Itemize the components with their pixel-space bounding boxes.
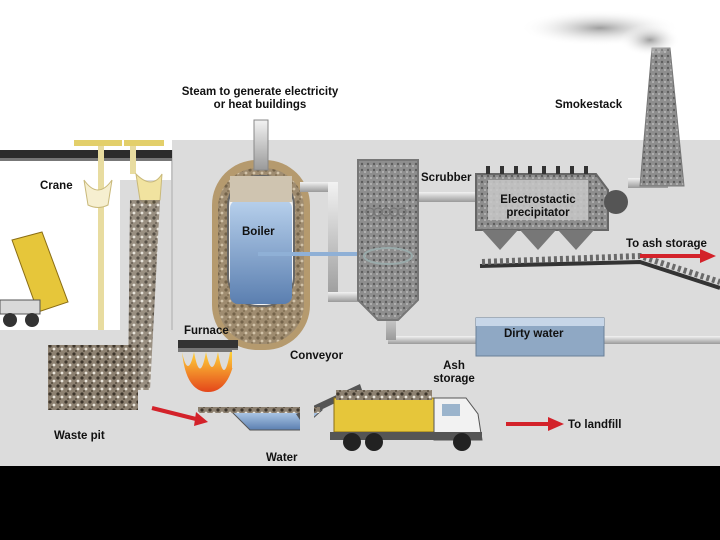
smokestack <box>520 10 685 187</box>
flow-arrow-pit <box>151 406 201 422</box>
label-boiler: Boiler <box>242 226 275 238</box>
diagram-artwork <box>0 10 720 466</box>
dump-truck-left <box>0 231 69 327</box>
label-scrubber: Scrubber <box>421 172 472 184</box>
crane-rail <box>0 150 172 161</box>
label-conveyor: Conveyor <box>290 350 344 362</box>
label-electrostatic-precipitator: Electrostactic precipitator <box>500 194 576 219</box>
scrubber <box>357 159 419 321</box>
label-smokestack: Smokestack <box>555 99 623 111</box>
label-ash-storage: Ash storage <box>433 360 475 385</box>
furnace <box>178 340 238 392</box>
waste-pit <box>40 200 160 420</box>
label-crane: Crane <box>40 180 73 192</box>
dirty-water-tank <box>475 317 605 357</box>
label-steam: Steam to generate electricity or heat bu… <box>181 86 339 111</box>
bottom-black-band <box>0 466 720 540</box>
label-to-ash-storage: To ash storage <box>626 238 707 250</box>
label-dirty-water: Dirty water <box>504 328 564 340</box>
electrostatic-precipitator <box>475 166 628 250</box>
label-water: Water <box>266 452 298 464</box>
label-waste-pit: Waste pit <box>54 430 105 442</box>
label-to-landfill: To landfill <box>568 419 622 431</box>
waste-to-energy-diagram: Steam to generate electricity or heat bu… <box>0 0 720 466</box>
label-furnace: Furnace <box>184 325 229 337</box>
dump-truck-right <box>330 390 483 451</box>
